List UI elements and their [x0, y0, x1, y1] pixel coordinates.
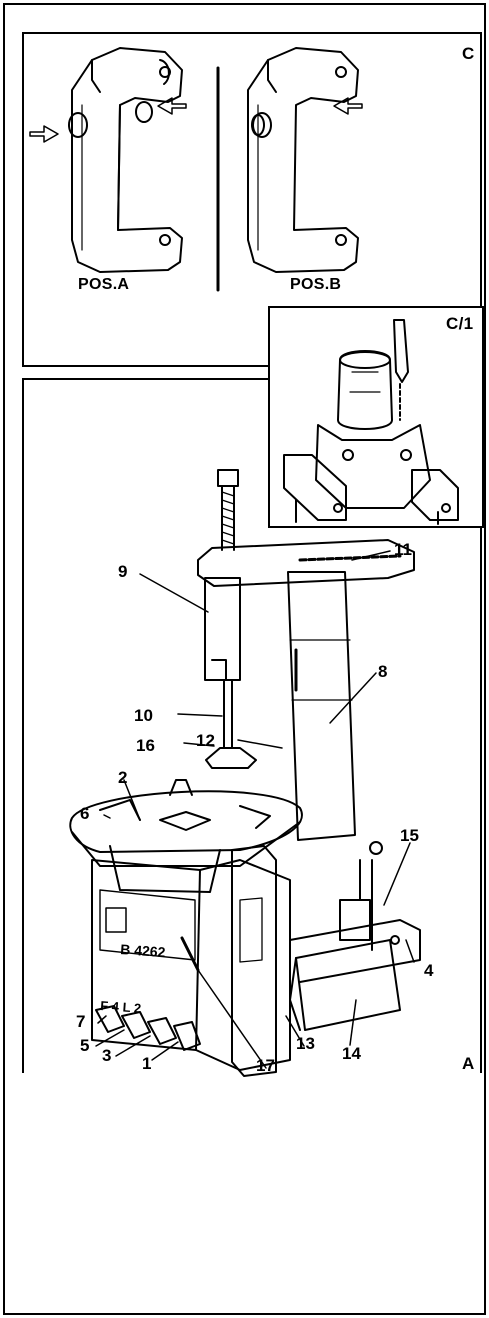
pos-b-label: POS.B [290, 276, 342, 293]
part-label-11: 11 [394, 540, 412, 559]
part-label-7: 7 [76, 1012, 86, 1031]
part-label-16: 16 [136, 736, 155, 755]
part-label-12: 12 [196, 731, 215, 750]
pos-a-label: POS.A [78, 276, 130, 293]
part-label-10: 10 [134, 706, 153, 725]
part-label-9: 9 [118, 562, 128, 581]
part-label-4: 4 [424, 961, 434, 980]
leader-lines [95, 550, 415, 1069]
panel-a-letter: A [462, 1054, 475, 1073]
panel-c-letter: C [462, 44, 475, 63]
tyre-changer-machine [69, 469, 421, 1077]
part-label-5: 5 [80, 1036, 90, 1055]
panel-c [22, 32, 482, 367]
part-label-13: 13 [296, 1034, 315, 1053]
display-text: B 4262 [120, 941, 166, 960]
part-label-8: 8 [378, 662, 388, 681]
page-border [3, 3, 486, 1315]
part-label-2: 2 [118, 768, 128, 787]
panel-a [22, 378, 482, 1073]
bracket-pos-a [68, 47, 183, 273]
part-label-1: 1 [142, 1054, 152, 1073]
panel-c1-letter: C/1 [446, 314, 474, 333]
part-label-17: 17 [256, 1056, 275, 1075]
part-label-6: 6 [80, 804, 90, 823]
side-markings: F 4 L 2 [100, 998, 142, 1016]
bracket-pos-b [247, 47, 359, 273]
part-label-15: 15 [400, 826, 419, 845]
part-label-3: 3 [102, 1046, 112, 1065]
part-label-14: 14 [342, 1044, 361, 1063]
panel-c1 [268, 306, 484, 528]
